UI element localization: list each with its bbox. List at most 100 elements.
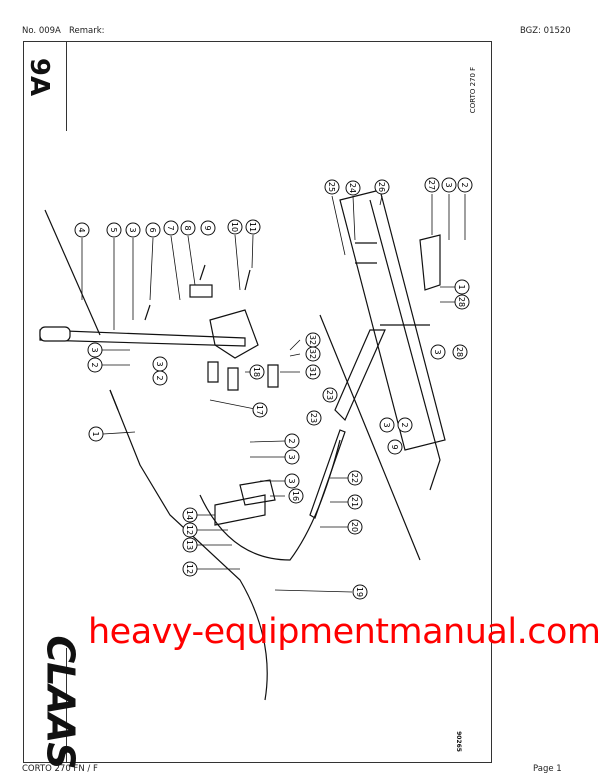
callout-number: 20	[350, 522, 359, 532]
callout-circle	[288, 488, 304, 504]
bracket-14	[214, 494, 266, 526]
footer-model: CORTO 270 FN / F	[22, 764, 98, 774]
callout-number: 27	[427, 180, 436, 190]
callout-number: 2	[155, 375, 164, 380]
bracket-27	[419, 234, 441, 291]
callout-number: 3	[287, 478, 296, 483]
callout-26: 26	[374, 179, 390, 195]
divider	[66, 41, 67, 131]
callout-number: 26	[377, 182, 386, 192]
callout-number: 28	[455, 347, 464, 357]
callout-circle	[306, 410, 322, 426]
callout-25: 25	[324, 179, 340, 195]
callout-number: 3	[128, 227, 137, 232]
callout-circle	[305, 346, 321, 362]
callout-number: 32	[308, 335, 317, 345]
callout-3: 3	[441, 177, 457, 193]
callout-circle	[324, 179, 340, 195]
callout-19: 19	[352, 584, 368, 600]
callout-circle	[106, 222, 122, 238]
callout-circle	[180, 220, 196, 236]
callout-11: 11	[245, 219, 261, 235]
callout-2: 2	[87, 357, 103, 373]
callout-3: 3	[430, 344, 446, 360]
callout-number: 1	[91, 431, 100, 436]
callout-circle	[227, 219, 243, 235]
callout-12: 12	[182, 522, 198, 538]
callout-21: 21	[347, 494, 363, 510]
callout-circle	[87, 342, 103, 358]
callout-20: 20	[347, 519, 363, 535]
callout-circle	[182, 561, 198, 577]
callout-2: 2	[284, 433, 300, 449]
callout-3: 3	[284, 449, 300, 465]
callout-1: 1	[454, 279, 470, 295]
watermark: heavy-equipmentmanual.com	[88, 612, 600, 652]
callout-circle	[424, 177, 440, 193]
plate-8	[189, 284, 213, 298]
callout-number: 24	[348, 183, 357, 193]
callout-3: 3	[87, 342, 103, 358]
callout-number: 14	[185, 510, 194, 520]
callout-28: 28	[454, 294, 470, 310]
callout-number: 28	[457, 297, 466, 307]
callout-number: 23	[309, 413, 318, 423]
callout-number: 8	[183, 225, 192, 230]
callout-number: 6	[148, 227, 157, 232]
callout-number: 16	[291, 491, 300, 501]
callout-circle	[182, 537, 198, 553]
callout-number: 3	[155, 361, 164, 366]
callout-circle	[249, 364, 265, 380]
divider	[66, 648, 67, 763]
callout-number: 3	[90, 347, 99, 352]
callout-13: 13	[182, 537, 198, 553]
callout-circle	[430, 344, 446, 360]
callout-circle	[454, 294, 470, 310]
callout-12: 12	[182, 561, 198, 577]
callout-circle	[305, 364, 321, 380]
callout-number: 32	[308, 349, 317, 359]
callout-number: 12	[185, 525, 194, 535]
footer-page: Page 1	[533, 764, 562, 774]
callout-circle	[284, 433, 300, 449]
callout-28: 28	[452, 344, 468, 360]
callout-circle	[441, 177, 457, 193]
callout-number: 13	[185, 540, 194, 550]
callout-circle	[397, 417, 413, 433]
callout-2: 2	[457, 177, 473, 193]
callout-24: 24	[345, 180, 361, 196]
callout-6: 6	[145, 222, 161, 238]
callout-circle	[374, 179, 390, 195]
callout-circle	[88, 426, 104, 442]
callout-32: 32	[305, 346, 321, 362]
callout-3: 3	[152, 356, 168, 372]
callout-circle	[379, 417, 395, 433]
bolt-24	[355, 242, 430, 326]
callout-number: 2	[400, 422, 409, 427]
callout-3: 3	[284, 473, 300, 489]
callout-number: 2	[460, 182, 469, 187]
callout-number: 5	[109, 227, 118, 232]
callout-circle	[454, 279, 470, 295]
callout-circle	[387, 439, 403, 455]
callout-23: 23	[306, 410, 322, 426]
callout-10: 10	[227, 219, 243, 235]
callout-31: 31	[305, 364, 321, 380]
callout-number: 25	[327, 182, 336, 192]
lever-grip	[39, 326, 71, 342]
callout-circle	[322, 387, 338, 403]
callout-7: 7	[163, 220, 179, 236]
rod	[44, 209, 101, 336]
header-number: No. 009A Remark:	[22, 26, 105, 36]
callout-number: 21	[350, 497, 359, 507]
callout-2: 2	[152, 370, 168, 386]
callout-1: 1	[88, 426, 104, 442]
bolt	[144, 264, 251, 321]
callout-number: 1	[457, 284, 466, 289]
callout-circle	[182, 522, 198, 538]
callout-circle	[284, 473, 300, 489]
callout-number: 10	[230, 222, 239, 232]
callout-circle	[284, 449, 300, 465]
callout-circle	[252, 402, 268, 418]
